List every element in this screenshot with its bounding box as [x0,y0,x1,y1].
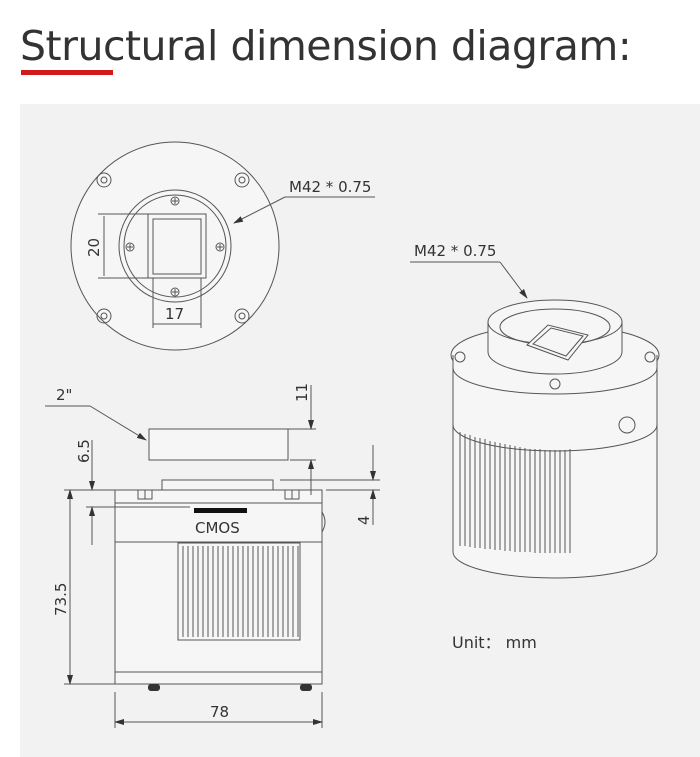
side-dim-filter: 11 [293,383,311,402]
cmos-label: CMOS [195,519,240,537]
title-accent-underline [21,70,113,75]
side-dim-height: 73.5 [52,583,70,616]
front-thread-label: M42 * 0.75 [289,178,371,196]
front-dim-width: 17 [165,305,184,323]
page-title: Structural dimension diagram: [20,22,632,70]
front-dim-height: 20 [85,238,103,257]
side-dim-backfocus: 6.5 [75,439,93,463]
perspective-thread-label: M42 * 0.75 [414,242,496,260]
side-view: CMOS 2" 11 6.5 4 73.5 78 [45,383,380,728]
front-view: 20 17 M42 * 0.75 [70,141,375,351]
unit-label: Unit： mm [452,633,537,652]
cmos-sensor-bar [194,508,247,513]
perspective-view: M42 * 0.75 [410,242,660,579]
filter-size-label: 2" [56,386,72,404]
screw-icons [96,172,250,324]
side-dim-sensor: 4 [355,515,373,525]
side-dim-width: 78 [210,703,229,721]
